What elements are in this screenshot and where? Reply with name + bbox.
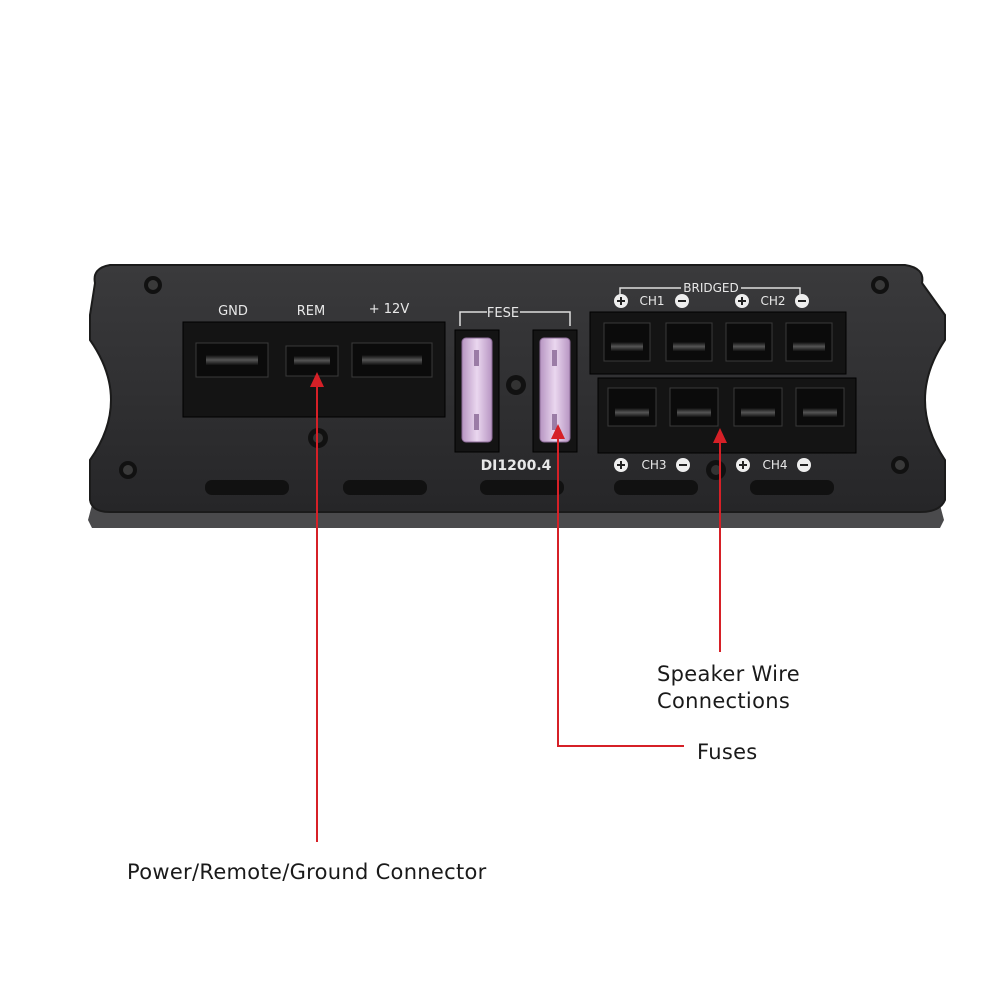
minus-icon bbox=[795, 294, 809, 308]
speaker-terminal[interactable] bbox=[733, 387, 783, 427]
gnd-label: GND bbox=[218, 304, 248, 319]
fuse-bracket bbox=[459, 311, 571, 326]
pos12v-terminal[interactable] bbox=[351, 342, 433, 378]
speaker-terminal[interactable] bbox=[785, 322, 833, 362]
speaker-callout-line2: Connections bbox=[657, 689, 791, 713]
vent-slot bbox=[343, 480, 427, 495]
pos12v-label: + 12V bbox=[369, 302, 410, 317]
speaker-pointer bbox=[713, 428, 727, 652]
screw-icon bbox=[506, 375, 526, 395]
screw-icon bbox=[706, 460, 726, 480]
model-label: DI1200.4 bbox=[481, 458, 552, 474]
fuse-label: FESE bbox=[487, 306, 519, 321]
speaker-terminal[interactable] bbox=[603, 322, 651, 362]
vent-slot bbox=[614, 480, 698, 495]
vent-slot bbox=[205, 480, 289, 495]
speaker-terminal[interactable] bbox=[669, 387, 719, 427]
ch2-label: CH2 bbox=[760, 294, 785, 308]
rem-terminal[interactable] bbox=[285, 345, 339, 377]
bridged-bracket bbox=[619, 287, 801, 296]
minus-icon bbox=[797, 458, 811, 472]
vent-slot bbox=[750, 480, 834, 495]
screw-icon bbox=[891, 456, 909, 474]
bridged-label: BRIDGED bbox=[683, 281, 738, 295]
speaker-terminal[interactable] bbox=[607, 387, 657, 427]
fuse-2[interactable] bbox=[539, 337, 571, 443]
speaker-terminal[interactable] bbox=[795, 387, 845, 427]
plus-icon bbox=[736, 458, 750, 472]
rem-label: REM bbox=[297, 304, 325, 319]
fuse-1[interactable] bbox=[461, 337, 493, 443]
fuses-pointer bbox=[551, 424, 684, 747]
ch3-label: CH3 bbox=[641, 458, 666, 472]
speaker-callout: Speaker Wire Connections bbox=[657, 661, 857, 715]
power-pointer bbox=[310, 372, 324, 842]
speaker-terminal[interactable] bbox=[665, 322, 713, 362]
screw-icon bbox=[144, 276, 162, 294]
fuses-callout: Fuses bbox=[697, 740, 758, 764]
minus-icon bbox=[676, 458, 690, 472]
ch4-label: CH4 bbox=[762, 458, 787, 472]
gnd-terminal[interactable] bbox=[195, 342, 269, 378]
ch1-label: CH1 bbox=[639, 294, 664, 308]
screw-icon bbox=[871, 276, 889, 294]
speaker-callout-line1: Speaker Wire bbox=[657, 662, 800, 686]
speaker-terminal[interactable] bbox=[725, 322, 773, 362]
power-callout: Power/Remote/Ground Connector bbox=[127, 860, 487, 884]
vent-slot bbox=[480, 480, 564, 495]
plus-icon bbox=[735, 294, 749, 308]
plus-icon bbox=[614, 458, 628, 472]
screw-icon bbox=[119, 461, 137, 479]
minus-icon bbox=[675, 294, 689, 308]
plus-icon bbox=[614, 294, 628, 308]
